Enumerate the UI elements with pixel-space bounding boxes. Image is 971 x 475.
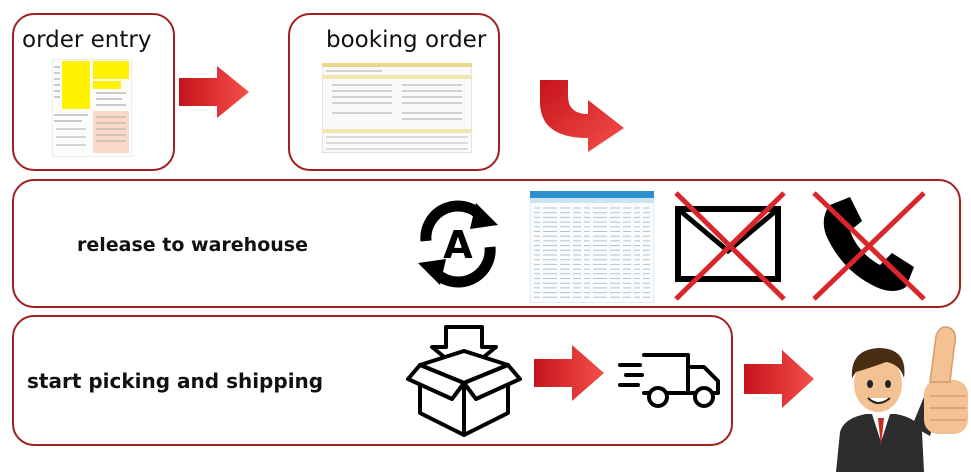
- step-label: order entry: [22, 27, 152, 53]
- order-form-thumbnail: [52, 59, 132, 157]
- flow-arrow-right: [177, 64, 251, 120]
- step-release-to-warehouse: release to warehouse A: [12, 179, 961, 308]
- step-label: booking order: [326, 27, 487, 53]
- auto-icon-letter: A: [443, 223, 473, 267]
- package-box-icon: [406, 321, 522, 441]
- delivery-truck-icon: [616, 347, 726, 411]
- envelope-crossed-icon: [666, 187, 792, 303]
- flow-arrow-down-curve: [538, 78, 626, 154]
- step-booking-order: booking order: [288, 13, 500, 171]
- order-list-thumbnail: [530, 191, 654, 303]
- step-order-entry: order entry: [12, 13, 175, 171]
- step-label: release to warehouse: [77, 234, 308, 256]
- phone-crossed-icon: [806, 187, 932, 303]
- step-start-picking-and-shipping: start picking and shipping: [12, 315, 733, 446]
- step-label: start picking and shipping: [27, 369, 324, 393]
- flow-arrow-right: [742, 348, 816, 410]
- automatic-cycle-icon: A: [406, 195, 510, 293]
- thumbs-up-businessman-icon: [826, 322, 971, 475]
- booking-screen-thumbnail: [322, 63, 472, 153]
- flow-arrow-right: [532, 343, 606, 403]
